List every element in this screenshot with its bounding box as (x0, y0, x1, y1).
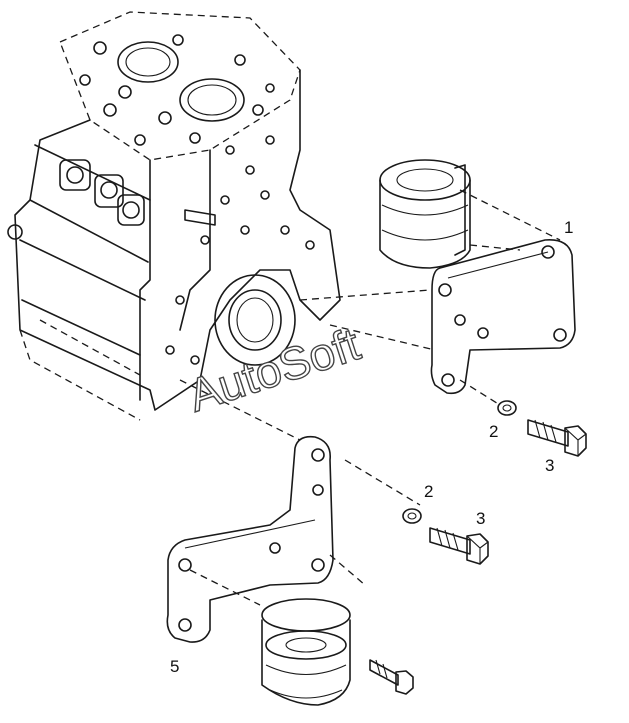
mount-bolt (369, 659, 414, 695)
callout-1: 1 (564, 218, 573, 237)
cylinder-bore-2 (179, 78, 245, 122)
lower-bolt (429, 527, 489, 565)
callout-5: 5 (170, 657, 179, 676)
assembly-guide-lines (179, 189, 561, 606)
callout-2-lower: 2 (424, 482, 433, 501)
callout-2-upper: 2 (489, 422, 498, 441)
lower-engine-mount (261, 598, 351, 706)
upper-bolt (527, 419, 587, 457)
callout-3-upper: 3 (545, 456, 554, 475)
cylinder-bore-1 (117, 41, 179, 83)
upper-mount-bracket (430, 238, 576, 395)
callout-3-lower: 3 (476, 509, 485, 528)
upper-engine-mount (379, 159, 471, 269)
bearing-boss (214, 274, 296, 366)
engine-block (7, 11, 341, 421)
lower-mount-bracket (166, 435, 334, 643)
lower-washer (402, 508, 422, 524)
upper-washer (497, 400, 517, 416)
